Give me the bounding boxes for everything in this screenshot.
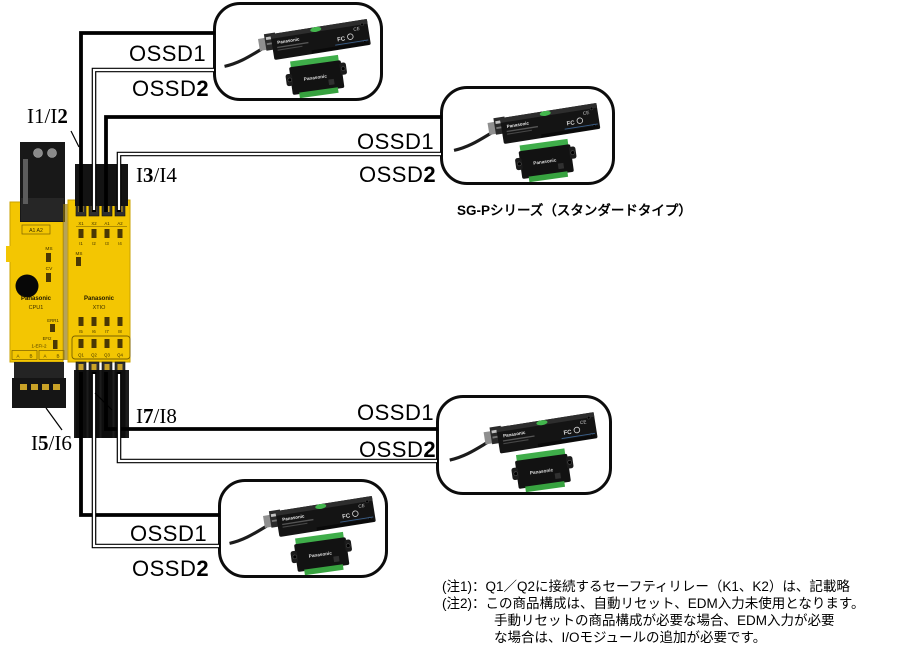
io-ms-label: MS: [76, 251, 83, 256]
safety-controller-assembly: A1 A2 MS CV Panasonic CPU1 ERR1 EFI2 1-E…: [6, 142, 131, 438]
cpu-a1a2-label: A1 A2: [29, 228, 43, 234]
ossd1-label-sensor2: OSSD1: [357, 129, 435, 154]
footnote-line4: な場合は、I/Oモジュールの追加が必要です。: [494, 630, 767, 645]
input-label-i7i8: I7/I8: [136, 404, 177, 428]
cpu-err-label: ERR1: [47, 318, 59, 323]
cpu-bottom-b1: B: [29, 354, 32, 359]
cpu-ms-label: MS: [45, 246, 52, 252]
cpu-module: A1 A2 MS CV Panasonic CPU1 ERR1 EFI2 1-E…: [6, 142, 66, 408]
cpu-top-connector: [20, 142, 65, 222]
io-term-x1: X1: [78, 221, 84, 226]
sensor-box-4: [218, 479, 388, 578]
cpu-bottom-a1: A: [16, 354, 19, 359]
sensor-box-1: [213, 2, 383, 101]
cpu-config-port: [15, 274, 39, 298]
cpu-efi-label: 1-EFI-2: [31, 344, 47, 349]
sensor-box-3: [436, 395, 612, 495]
io-led-q4: Q4: [117, 353, 123, 358]
cpu-cv-label: CV: [46, 266, 53, 272]
io-led-i2: I2: [92, 241, 96, 246]
io-ms-led: [76, 257, 81, 266]
footnotes: (注1)：Q1／Q2に接続するセーフティリレー（K1、K2）は、記載略 (注2)…: [442, 578, 864, 646]
sensor-graphic-2: [443, 89, 612, 182]
ossd1-label-sensor1: OSSD1: [129, 41, 207, 66]
cpu-bottom-a2: A: [43, 354, 46, 359]
footnote-line1: (注1)：Q1／Q2に接続するセーフティリレー（K1、K2）は、記載略: [442, 579, 850, 594]
io-led-i1: I1: [79, 241, 83, 246]
io-led-i3: I3: [105, 241, 109, 246]
sensor-box-2: [440, 86, 615, 185]
io-led-i5: I5: [79, 329, 83, 334]
io-led-i6: I6: [92, 329, 96, 334]
io-term-a1: A1: [104, 221, 110, 226]
sensor-graphic-3: [439, 398, 609, 492]
io-term-a2: A2: [117, 221, 123, 226]
cpu-efi-led: [53, 340, 58, 349]
io-led-i7: I7: [105, 329, 109, 334]
input-label-i5i6: I5/I6: [31, 431, 72, 455]
input-label-i1i2: I1/I2: [27, 104, 68, 128]
io-module: X1 X2 A1 A2 I1 I2 I3 I4 MS Panasonic XTI…: [67, 164, 131, 438]
io-led-i4: I4: [118, 241, 122, 246]
ossd2-label-sensor4: OSSD2: [132, 556, 210, 581]
io-model-label: XTIO: [93, 305, 107, 311]
io-led-q3: Q3: [104, 353, 110, 358]
cpu-efi2-label: EFI2: [43, 336, 53, 341]
ossd2-label-sensor3: OSSD2: [359, 437, 437, 462]
io-led-q1: Q1: [78, 353, 84, 358]
series-caption: SG-Pシリーズ（スタンダードタイプ）: [457, 203, 692, 218]
io-bottom-plug: [74, 370, 129, 438]
io-bottom-terminals: [75, 361, 126, 374]
cpu-cv-led: [46, 273, 51, 282]
io-brand-label: Panasonic: [84, 296, 115, 302]
ossd2-label-sensor2: OSSD2: [359, 162, 437, 187]
cpu-model-label: CPU1: [29, 305, 44, 311]
ossd1-label-sensor4: OSSD1: [130, 521, 208, 546]
cpu-ms-led: [46, 253, 51, 262]
input-label-i3i4: I3/I4: [136, 163, 177, 187]
cpu-bottom-connector: [12, 362, 66, 408]
cpu-bottom-b2: B: [56, 354, 59, 359]
io-top-plug: [75, 164, 128, 206]
io-term-x2: X2: [91, 221, 97, 226]
footnote-line2: (注2)：この商品構成は、自動リセット、EDM入力未使用となります。: [442, 596, 865, 611]
cpu-brand-label: Panasonic: [21, 296, 52, 302]
sensor-graphic-1: [216, 5, 380, 98]
ossd1-label-sensor3: OSSD1: [357, 400, 435, 425]
cpu-err-led: [50, 324, 55, 332]
footnote-line3: 手動リセットの商品構成が必要な場合、EDM入力が必要: [494, 613, 835, 628]
io-led-i8: I8: [118, 329, 122, 334]
sensor-graphic-4: [221, 482, 385, 575]
module-seam: [63, 204, 68, 360]
io-led-q2: Q2: [91, 353, 97, 358]
ossd2-label-sensor1: OSSD2: [132, 76, 210, 101]
